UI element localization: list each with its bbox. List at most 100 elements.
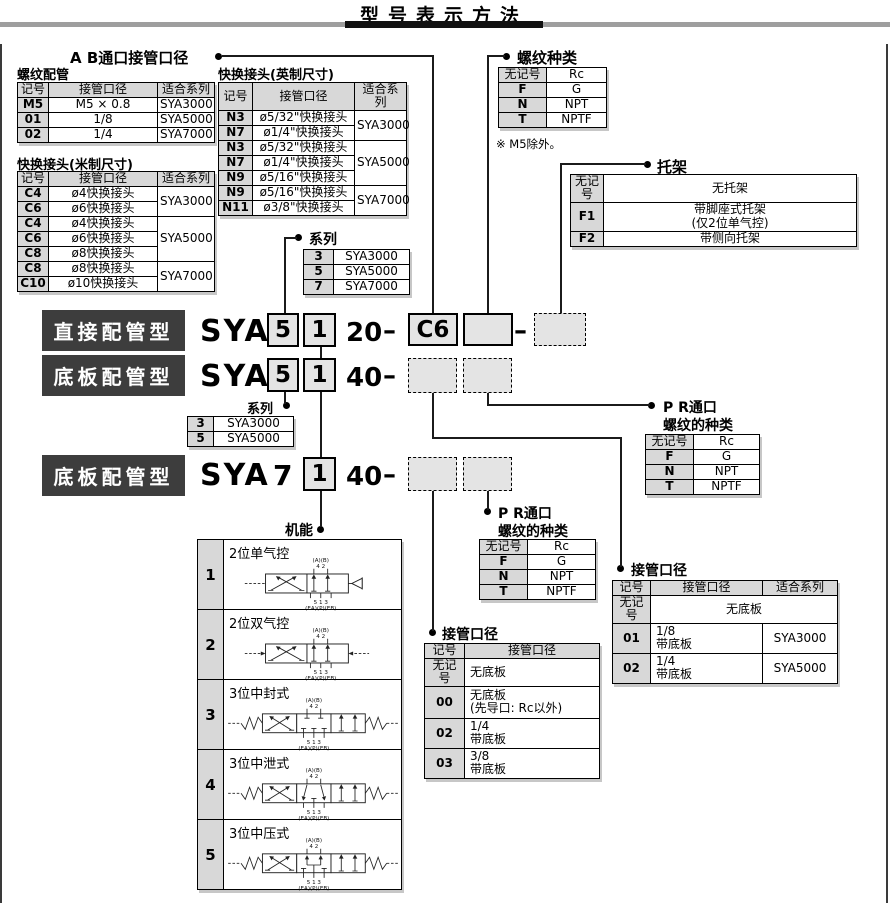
code-cell: 00 (424, 685, 465, 719)
col-header: 记号 (612, 580, 651, 596)
type-label-subplate-piping-1: 底板配管型 (42, 355, 185, 396)
code-cell: N (645, 464, 694, 480)
model-prefix: SYA (200, 314, 270, 349)
series-cell: SYA3000 (354, 109, 410, 141)
series-a-table: 3 SYA3000 5 SYA5000 7 SYA7000 (303, 249, 410, 295)
series-cell: SYA7000 (157, 127, 215, 143)
connector-line (320, 491, 322, 527)
value-cell: 无底板 (650, 595, 838, 624)
function-row-5: 5 3位中压式 (A)(B) 4 2 (198, 819, 401, 892)
connector-dot (215, 53, 222, 60)
model-series-digit: 7 (273, 459, 293, 492)
code-cell: 无记号 (645, 434, 694, 450)
type-label-subplate-piping-2: 底板配管型 (42, 455, 185, 496)
connector-line (285, 237, 297, 239)
value-cell: 无底板 (464, 658, 600, 687)
code-cell: 01 (612, 622, 651, 654)
pipe-mid-label: 接管口径 (442, 627, 498, 643)
function-name: 2位单气控 (229, 547, 290, 562)
function-code: 1 (198, 540, 224, 609)
connector-dot (484, 508, 491, 515)
model-port-box: C6 (408, 313, 458, 346)
connector-line (561, 163, 646, 165)
connector-line (284, 237, 286, 313)
function-code: 5 (198, 820, 224, 889)
code-cell: 02 (424, 717, 465, 749)
series-cell: SYA5000 (213, 431, 294, 447)
value-cell: NPT (693, 464, 760, 480)
col-header: 记号 (17, 82, 49, 98)
svg-text:(A)(B): (A)(B) (305, 698, 321, 704)
col-header: 接管口径 (252, 82, 355, 111)
pr-port-a-label-1: P R通口 (663, 400, 717, 416)
svg-text:(A)(B): (A)(B) (305, 768, 321, 774)
connector-line (320, 347, 322, 358)
svg-text:(EA)(P)(EB): (EA)(P)(EB) (305, 606, 336, 612)
size-cell: ø6快换接头 (48, 231, 158, 247)
pipe-right-label: 接管口径 (631, 563, 687, 579)
model-function-box: 1 (303, 457, 336, 491)
value-cell: NPTF (527, 584, 596, 600)
size-cell: ø4快换接头 (48, 186, 158, 202)
series-b-table: 3 SYA3000 5 SYA5000 (187, 416, 294, 447)
function-row-1: 1 2位单气控 (A)(B) 4 2 (198, 540, 401, 612)
valve-symbol-3pos-closed-center: (A)(B) 4 2 5 1 3 (227, 698, 398, 752)
size-cell: 1/8 (48, 112, 158, 128)
code-cell: 5 (303, 264, 334, 280)
connector-dot (429, 629, 436, 636)
series-cell: SYA7000 (157, 261, 215, 292)
code-cell: 01 (17, 112, 49, 128)
pr-port-b-label-1: P R通口 (498, 506, 552, 522)
size-cell: ø5/32"快换接头 (252, 109, 355, 126)
series-b-label: 系列 (247, 402, 274, 417)
thread-type-label: 螺纹种类 (517, 49, 578, 67)
connector-line (487, 393, 489, 406)
code-cell: C10 (17, 276, 49, 292)
function-name: 3位中压式 (229, 827, 290, 842)
code-cell: 3 (303, 249, 334, 265)
value-cell: G (546, 82, 607, 98)
code-cell: C4 (17, 186, 49, 202)
code-cell: N (498, 97, 547, 113)
value-cell: NPT (546, 97, 607, 113)
function-code: 3 (198, 680, 224, 749)
model-pr-thread-box (463, 457, 512, 491)
svg-text:5 1 3: 5 1 3 (306, 810, 321, 816)
col-header: 接管口径 (650, 580, 763, 596)
code-cell: N3 (218, 109, 253, 126)
code-cell: 7 (303, 279, 334, 295)
pipe-mid-table: 记号 接管口径 无记号 无底板 00 无底板 (先导口: Rc以外) 02 1/… (424, 643, 600, 779)
threaded-piping-label: 螺纹配管 (17, 68, 70, 83)
model-pipe-box (408, 358, 457, 393)
value-cell: 无底板 (先导口: Rc以外) (464, 685, 600, 719)
svg-text:5 1 3: 5 1 3 (306, 880, 321, 886)
series-cell: SYA5000 (762, 652, 838, 684)
model-prefix: SYA (200, 458, 270, 493)
pr-port-b-label-2: 螺纹的种类 (498, 524, 568, 540)
model-series-box: 5 (267, 358, 299, 392)
code-cell: N7 (218, 154, 253, 171)
page-edge-left (0, 44, 2, 903)
code-cell: C6 (17, 231, 49, 247)
svg-text:(A)(B): (A)(B) (312, 558, 328, 564)
metric-fitting-label: 快换接头(米制尺寸) (17, 158, 133, 173)
svg-text:5 1 3: 5 1 3 (313, 600, 328, 606)
value-cell: 1/4 带底板 (464, 717, 600, 749)
connector-dot (317, 526, 324, 533)
series-cell: SYA5000 (354, 139, 410, 186)
size-cell: ø8快换接头 (48, 261, 158, 277)
value-cell: NPT (527, 569, 596, 585)
model-series-box: 5 (267, 313, 299, 347)
size-cell: ø3/8"快换接头 (252, 199, 355, 216)
col-header: 接管口径 (48, 171, 158, 187)
function-row-2: 2 2位双气控 (A)(B) 4 2 (198, 609, 401, 682)
svg-text:(A)(B): (A)(B) (305, 838, 321, 844)
series-cell: SYA5000 (157, 216, 215, 262)
inch-fitting-label: 快换接头(英制尺寸) (218, 68, 334, 83)
model-bracket-box (534, 313, 586, 346)
size-cell: 1/4 (48, 127, 158, 143)
code-cell: 03 (424, 747, 465, 779)
series-cell: SYA3000 (333, 249, 410, 265)
series-a-label: 系列 (309, 232, 337, 248)
